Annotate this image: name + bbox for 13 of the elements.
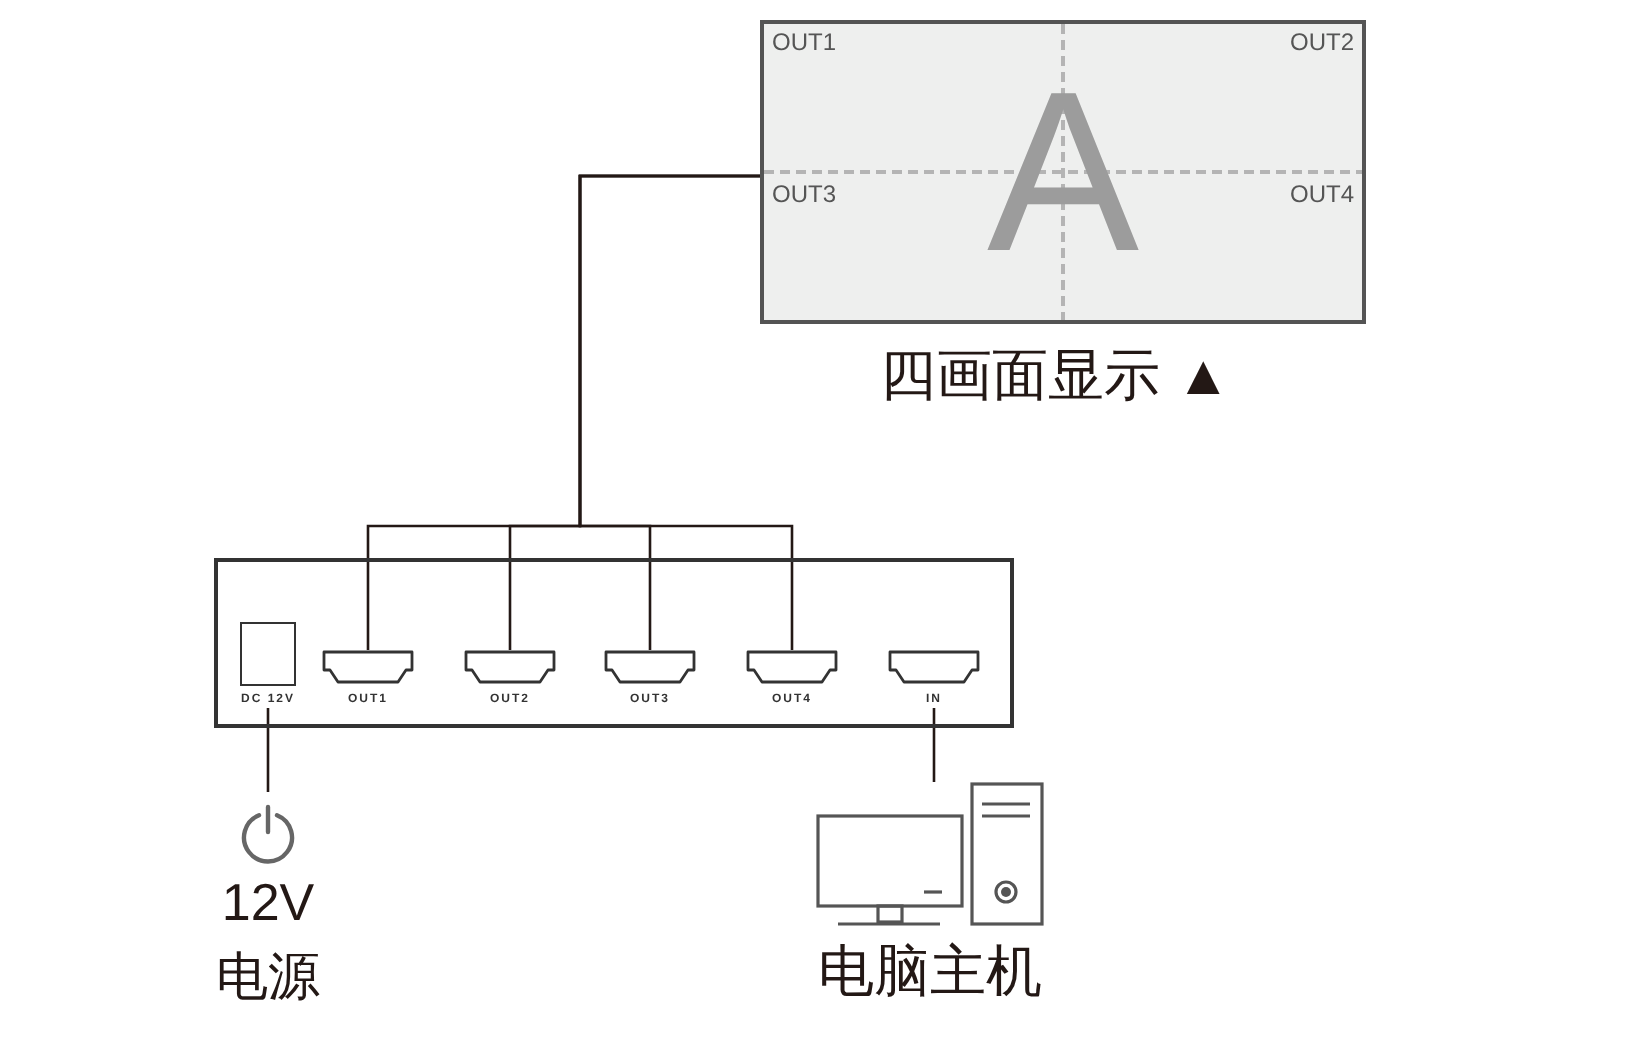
quadrant-label: OUT2	[1289, 30, 1354, 54]
power-label: 12V	[221, 872, 315, 932]
device-label: 电脑主机	[818, 938, 1042, 1006]
connector-line	[266, 708, 270, 792]
large-letter: A	[986, 60, 1140, 288]
quadrant-label: OUT1	[772, 30, 837, 54]
connector-line	[932, 708, 936, 782]
power-label: 电源	[216, 944, 320, 1008]
quadrant-label: OUT3	[772, 182, 837, 206]
screen-caption: 四画面显示 ▲	[880, 342, 1231, 410]
connector-line	[578, 174, 794, 650]
quadrant-label: OUT4	[1289, 182, 1354, 206]
splitter-box	[214, 558, 1014, 728]
